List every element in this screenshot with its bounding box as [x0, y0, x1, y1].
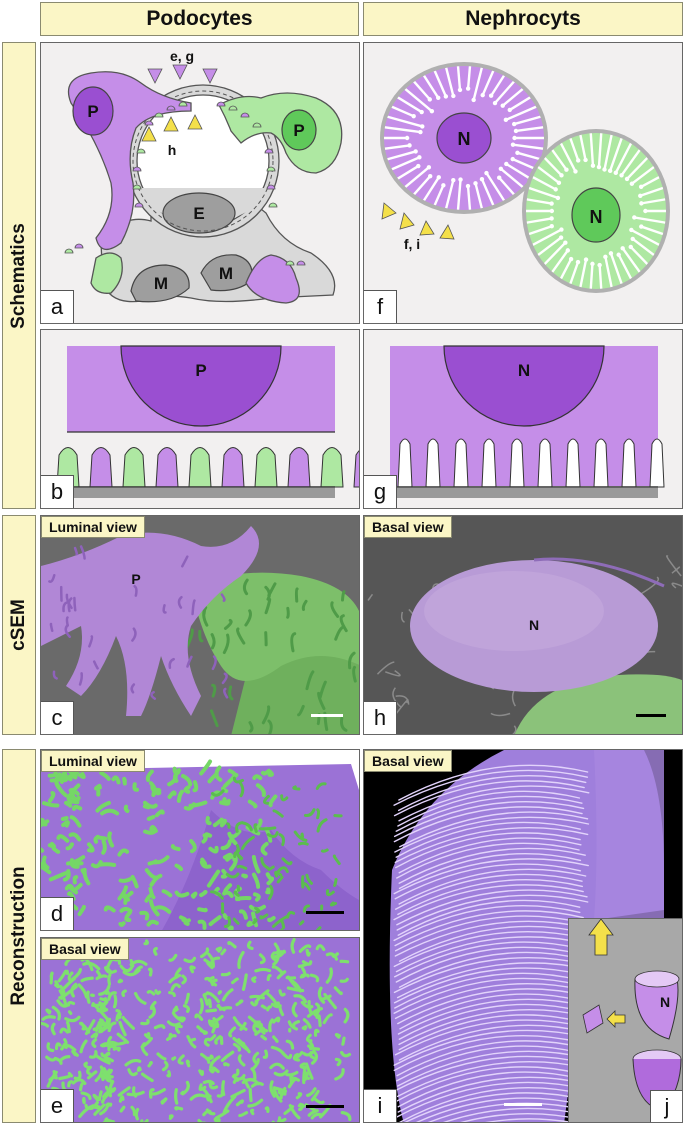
- cell-label-p: P: [195, 361, 206, 380]
- column-header-podocytes: Podocytes: [40, 2, 359, 36]
- cell-label-m1: M: [154, 274, 168, 293]
- panel-letter-d: d: [41, 897, 74, 930]
- cell-label-e: E: [193, 204, 204, 223]
- panel-letter-h: h: [364, 701, 397, 734]
- scale-bar: [306, 1105, 344, 1108]
- view-label-basal: Basal view: [41, 938, 129, 960]
- scale-bar: [504, 1103, 542, 1106]
- column-header-nephrocytes: Nephrocyts: [363, 2, 683, 36]
- view-label-basal: Basal view: [364, 516, 452, 538]
- panel-a-podocyte-schematic: P P E M M e, g h a: [40, 42, 360, 324]
- cell-label-p: P: [131, 571, 140, 587]
- panel-letter-c: c: [41, 701, 74, 734]
- panel-f-nephrocyte-schematic: N N f, i f: [363, 42, 683, 324]
- view-label-luminal: Luminal view: [41, 516, 145, 538]
- panel-b-podocyte-foot-processes: P b: [40, 329, 360, 509]
- panel-j-inset: N j: [568, 918, 682, 1122]
- panel-letter-a: a: [41, 290, 74, 323]
- row-label-schematics: Schematics: [2, 42, 36, 509]
- row-label-csem: cSEM: [2, 515, 36, 735]
- panel-letter-i: i: [364, 1089, 397, 1122]
- scale-bar: [306, 911, 344, 914]
- panel-h-csem-nephrocyte: N Basal view h: [363, 515, 683, 735]
- panel-letter-f: f: [364, 290, 397, 323]
- panel-g-nephrocyte-channels: N g: [363, 329, 683, 509]
- panel-d-reconstruction-luminal: Luminal view d: [40, 749, 360, 931]
- view-label-luminal: Luminal view: [41, 750, 145, 772]
- view-label-basal: Basal view: [364, 750, 452, 772]
- cell-label-p2: P: [293, 121, 304, 140]
- panel-i-reconstruction-nephrocyte: Basal view i N j: [363, 749, 683, 1123]
- arrow-label-f-i: f, i: [404, 236, 420, 252]
- scale-bar: [636, 714, 666, 717]
- cell-label-n2: N: [590, 207, 603, 227]
- arrow-label-h: h: [168, 142, 177, 158]
- cell-label-p1: P: [87, 102, 98, 121]
- panel-c-csem-podocyte: P Luminal view c: [40, 515, 360, 735]
- cell-label-m2: M: [219, 264, 233, 283]
- cell-label-n1: N: [458, 129, 471, 149]
- panel-e-reconstruction-basal: Basal view e: [40, 937, 360, 1123]
- arrow-label-e-g: e, g: [170, 48, 194, 64]
- cell-label-n: N: [518, 361, 530, 380]
- panel-letter-b: b: [41, 475, 74, 508]
- row-label-reconstruction: Reconstruction: [2, 749, 36, 1123]
- panel-letter-g: g: [364, 475, 397, 508]
- cell-label-n: N: [660, 994, 670, 1010]
- cell-label-n: N: [529, 617, 539, 633]
- scale-bar: [311, 714, 343, 717]
- panel-letter-j: j: [650, 1090, 682, 1122]
- panel-letter-e: e: [41, 1089, 74, 1122]
